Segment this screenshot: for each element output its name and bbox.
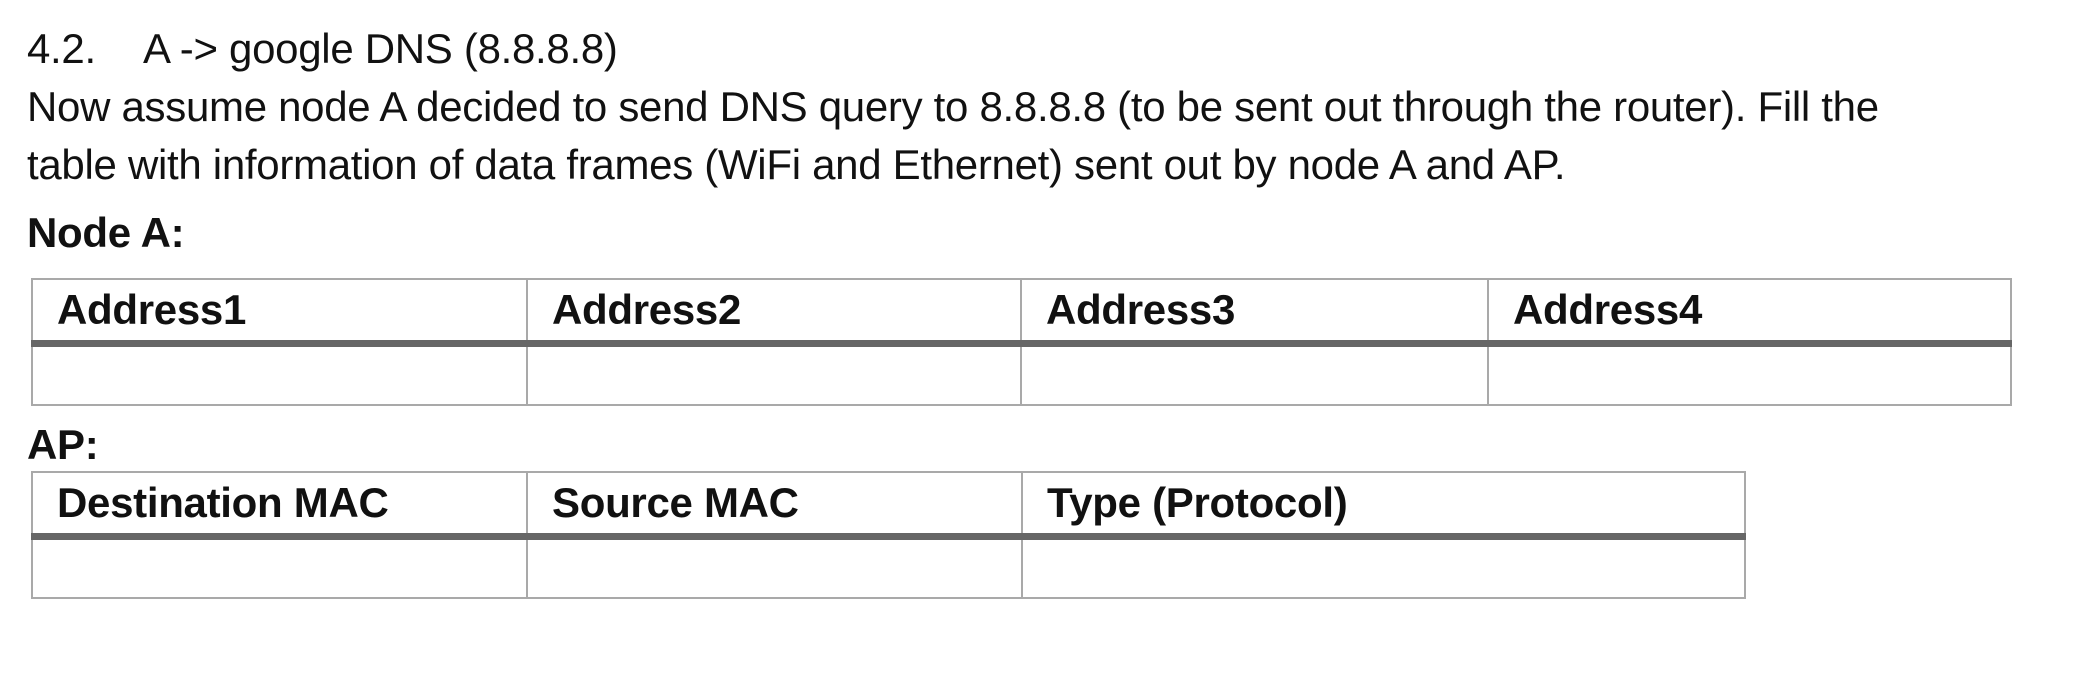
answer-cell-type-protocol[interactable] [1021,535,1746,599]
node-a-label: Node A: [27,209,185,256]
answer-cell-address4[interactable] [1487,342,2012,406]
section-title: A -> google DNS (8.8.8.8) [143,25,618,72]
answer-cell-address3[interactable] [1020,342,1489,406]
ap-table: Destination MAC Source MAC Type (Protoco… [31,471,1746,599]
answer-cell-address2[interactable] [526,342,1022,406]
ap-label: AP: [27,421,99,468]
column-header-address2: Address2 [526,278,1022,347]
column-header-destination-mac: Destination MAC [31,471,528,540]
column-header-source-mac: Source MAC [526,471,1023,540]
section-heading: 4.2. A -> google DNS (8.8.8.8) [27,20,2086,78]
node-a-table: Address1 Address2 Address3 Address4 [31,278,2012,406]
answer-cell-source-mac[interactable] [526,535,1023,599]
column-header-type-protocol: Type (Protocol) [1021,471,1746,540]
intro-paragraph: Now assume node A decided to send DNS qu… [27,78,2086,194]
column-header-address1: Address1 [31,278,528,347]
paragraph-line: table with information of data frames (W… [27,141,1566,188]
node-a-answer-row [31,342,2012,406]
node-a-header-row: Address1 Address2 Address3 Address4 [31,278,2012,347]
ap-header-row: Destination MAC Source MAC Type (Protoco… [31,471,1746,540]
document-page: 4.2. A -> google DNS (8.8.8.8) Now assume… [27,20,2086,599]
column-header-address3: Address3 [1020,278,1489,347]
ap-answer-row [31,535,1746,599]
column-header-address4: Address4 [1487,278,2012,347]
section-number: 4.2. [27,25,96,72]
paragraph-line: Now assume node A decided to send DNS qu… [27,83,1879,130]
answer-cell-address1[interactable] [31,342,528,406]
answer-cell-destination-mac[interactable] [31,535,528,599]
